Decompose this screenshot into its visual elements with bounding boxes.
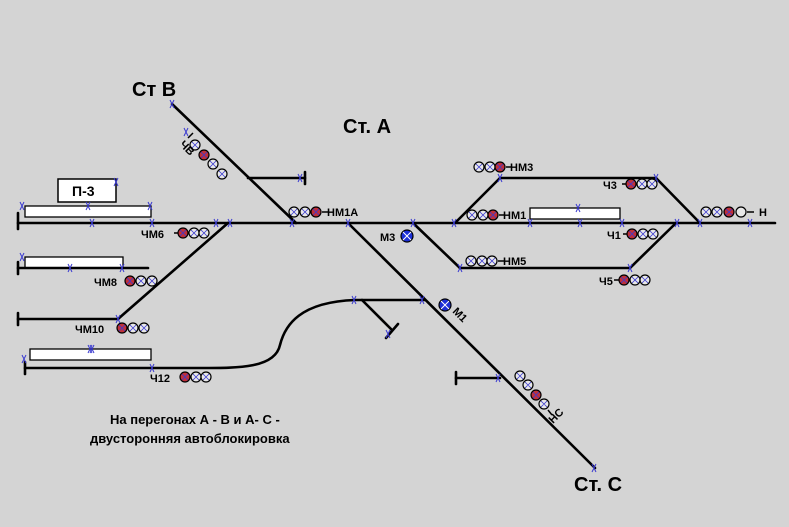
- platforms: [24, 178, 621, 361]
- signal-n-label: Н: [759, 207, 767, 219]
- diag-ch3: [654, 176, 702, 225]
- track-to-st-b: [170, 102, 298, 225]
- station-c-label: Ст. С: [574, 474, 622, 496]
- signal-nm3-head: [473, 161, 512, 173]
- insulating-joints: [19, 99, 753, 473]
- signal-nm1-head: [466, 209, 505, 221]
- platform-track-1: [529, 207, 621, 220]
- signal-nm1-label: НМ1: [503, 210, 526, 222]
- diag-ch5: [628, 221, 678, 270]
- signal-m3-label: М3: [380, 232, 395, 244]
- signal-chm8-label: ЧМ8: [94, 277, 117, 289]
- platform-track-8: [24, 256, 124, 269]
- signal-chm6-label: ЧМ6: [141, 229, 164, 241]
- signal-nm1a-head: [288, 206, 328, 218]
- signal-ch3-label: Ч3: [603, 180, 617, 192]
- note-line-2: двусторонняя автоблокировка: [90, 431, 290, 446]
- signal-heads: [116, 132, 754, 416]
- platform-p3-box: [57, 178, 117, 203]
- signal-nm5-label: НМ5: [503, 256, 526, 268]
- signal-chm10-label: ЧМ10: [75, 324, 104, 336]
- station-b-label: Ст В: [132, 79, 176, 101]
- signal-ch1-label: Ч1: [607, 230, 621, 242]
- station-a-label: Ст. А: [343, 116, 391, 138]
- signal-n-head: [700, 206, 754, 218]
- note-line-1: На перегонах А - В и А- С -: [110, 412, 280, 427]
- platform-main: [24, 205, 152, 218]
- signal-chv-head: [187, 132, 228, 180]
- signal-ch5-label: Ч5: [599, 276, 613, 288]
- tracks: [16, 102, 777, 470]
- signal-nm3-label: НМ3: [510, 162, 533, 174]
- spur-m1-stop: [384, 322, 400, 340]
- spur-m1: [360, 298, 394, 332]
- track-12: [23, 298, 427, 370]
- lamp-crosses: [118, 141, 733, 408]
- signal-m1-label: М1: [450, 306, 469, 325]
- signal-nm5-head: [465, 255, 504, 267]
- platform-p3-label: П-3: [72, 183, 95, 199]
- diag-nm5: [411, 221, 462, 270]
- diag-nm3: [453, 176, 502, 225]
- signal-nm1a-label: НМ1А: [327, 207, 358, 219]
- signal-ch12-label: Ч12: [150, 373, 170, 385]
- diag-left: [116, 221, 230, 321]
- track-to-st-c: [346, 221, 597, 470]
